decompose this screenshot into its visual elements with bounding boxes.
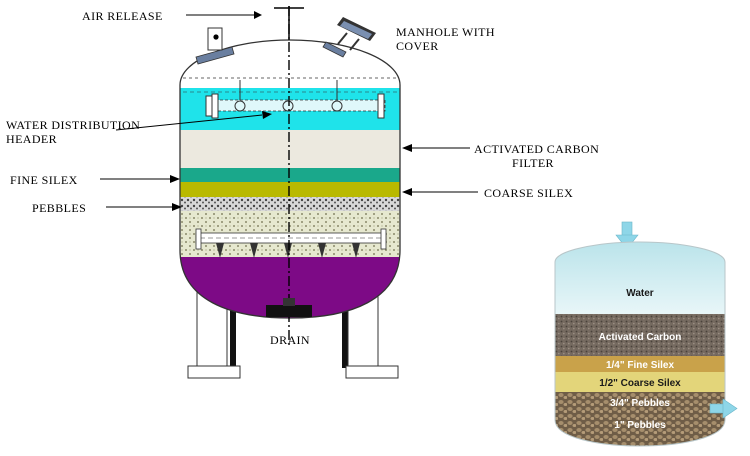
tank-shell [179, 39, 401, 319]
layer-coarse-silex [555, 372, 725, 392]
pebbles-zone [180, 197, 400, 211]
manhole-cover-icon [322, 17, 376, 58]
activated-carbon-label-line2: FILTER [512, 156, 554, 170]
activated-carbon-label-line1: ACTIVATED CARBON [474, 142, 599, 156]
pebbles-label: PEBBLES [32, 201, 86, 215]
layer-label-activated-carbon: Activated Carbon [599, 332, 682, 343]
layer-label-water: Water [626, 288, 654, 299]
air-release-valve-icon [195, 27, 235, 65]
layer-label-1-pebbles: 1" Pebbles [614, 420, 666, 431]
drain-label: DRAIN [270, 333, 310, 347]
layer-label-coarse-silex: 1/2" Coarse Silex [599, 378, 681, 389]
layer-fine-silex [555, 356, 725, 372]
layer-label-34-pebbles: 3/4" Pebbles [610, 398, 670, 409]
layer-34-pebbles [555, 392, 725, 414]
water-distribution-label-line2: HEADER [6, 132, 57, 146]
air-release-label: AIR RELEASE [82, 9, 163, 23]
manhole-label-line2: COVER [396, 39, 439, 53]
underdrain [195, 228, 387, 258]
drain-flange [266, 298, 312, 317]
outlet-arrow-icon [709, 398, 738, 419]
carbon-zone [180, 130, 400, 168]
coarse-silex-label: COARSE SILEX [484, 186, 573, 200]
layer-label-fine-silex: 1/4" Fine Silex [606, 360, 675, 371]
coarse-silex-zone [180, 182, 400, 197]
tank-layers [180, 40, 400, 318]
layer-water [555, 242, 725, 314]
distribution-header [183, 80, 397, 119]
layer-activated-carbon [555, 314, 725, 356]
fine-silex-label: FINE SILEX [10, 173, 78, 187]
small-tank-outline [554, 241, 726, 447]
manhole-label-line1: MANHOLE WITH [396, 25, 495, 39]
layer-stack [555, 242, 725, 446]
fine-silex-zone [180, 168, 400, 182]
water-distribution-label-line1: WATER DISTRIBUTION [6, 118, 140, 132]
